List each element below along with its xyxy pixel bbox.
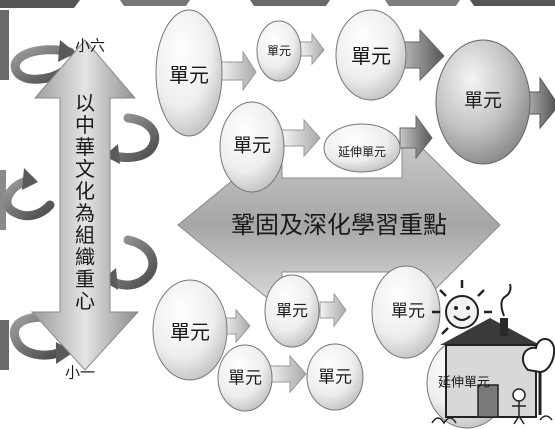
unit-label: 單元	[228, 368, 262, 389]
unit-label: 單元	[232, 134, 272, 157]
unit-label: 單元	[391, 301, 425, 322]
unit-label: 單元	[275, 301, 309, 320]
unit-label: 單元	[266, 44, 292, 58]
center-label: 鞏固及深化學習重點	[231, 211, 447, 239]
unit-label: 單元	[318, 367, 352, 388]
extension-unit-label: 延伸單元	[337, 145, 387, 159]
curl-arrow-left-middle	[2, 168, 55, 221]
house-clipart	[431, 280, 555, 425]
axis-label: 以中華文化為組織重心	[75, 91, 95, 313]
curl-arrow-top-left	[10, 40, 76, 84]
unit-label: 單元	[463, 89, 503, 112]
vertical-double-arrow	[30, 39, 140, 371]
top-border	[0, 0, 555, 10]
grade-bottom-label: 小一	[64, 363, 96, 382]
unit-label: 單元	[351, 44, 391, 68]
extension-unit-label: 延伸單元	[437, 375, 491, 391]
unit-label: 單元	[170, 320, 210, 344]
unit-label: 單元	[169, 63, 209, 87]
curl-arrow-right-upper	[104, 113, 160, 164]
grade-top-label: 小六	[74, 36, 106, 55]
